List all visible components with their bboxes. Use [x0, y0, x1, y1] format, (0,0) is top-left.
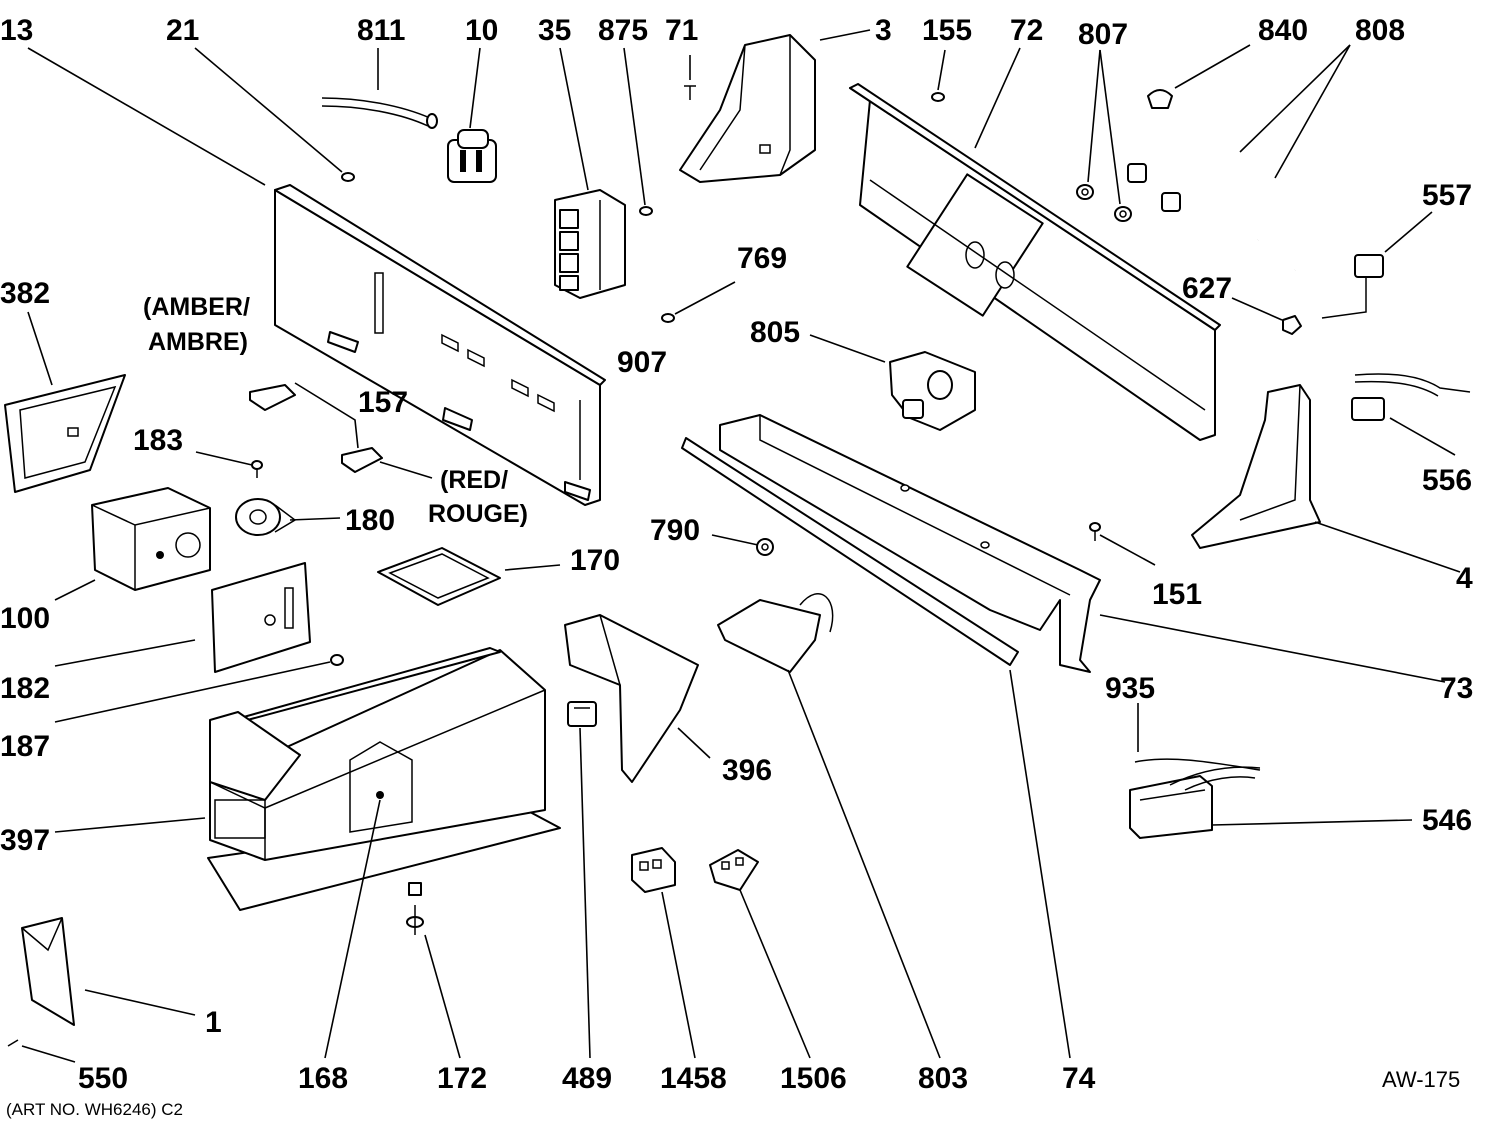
part-187-screw	[330, 654, 344, 666]
callout-807: 807	[1078, 18, 1128, 51]
part-556-wire-harness	[1351, 373, 1471, 421]
callout-489: 489	[562, 1062, 612, 1095]
part-180-knob	[235, 498, 297, 536]
part-875-screw	[639, 206, 653, 216]
callout-557: 557	[1422, 179, 1472, 212]
part-4-end-cap	[1191, 384, 1321, 549]
part-840-plug	[1147, 89, 1173, 109]
callout-875: 875	[598, 14, 648, 47]
part-170-label	[377, 547, 501, 606]
part-172-screw-and-washer	[406, 882, 424, 935]
callout-935: 935	[1105, 672, 1155, 705]
callout-790: 790	[650, 514, 700, 547]
callout-803: 803	[918, 1062, 968, 1095]
callout-187: 187	[0, 730, 50, 763]
leader-lines	[21, 29, 1461, 1063]
callout-4: 4	[1456, 562, 1473, 595]
callout-811: 811	[357, 14, 405, 47]
part-790-clip	[756, 538, 774, 556]
part-3-end-cap	[679, 34, 816, 183]
callout-183: 183	[133, 424, 183, 457]
diagram-code: AW-175	[1382, 1067, 1460, 1092]
callout-3: 3	[875, 14, 892, 47]
part-396-bracket	[564, 614, 699, 783]
callout-1506: 1506	[780, 1062, 847, 1095]
part-546-harness-connector	[1129, 766, 1261, 839]
callout-21: 21	[166, 14, 199, 47]
callout-170: 170	[570, 544, 620, 577]
part-155-screw	[931, 92, 945, 102]
note-red-line2: ROUGE)	[428, 500, 528, 528]
part-168-screw	[376, 791, 384, 799]
part-811-wire	[321, 97, 438, 129]
part-935-wire	[1134, 758, 1261, 771]
callout-71: 71	[665, 14, 698, 47]
part-157-indicator-light-amber	[249, 384, 296, 411]
part-805-water-valve	[889, 351, 976, 431]
callout-769: 769	[737, 242, 787, 275]
callout-180: 180	[345, 504, 395, 537]
part-71-screw	[684, 85, 696, 100]
callout-172: 172	[437, 1062, 487, 1095]
callout-13: 13	[0, 14, 33, 47]
callout-556: 556	[1422, 464, 1472, 497]
part-151-screw	[1089, 522, 1101, 541]
part-1-envelope	[21, 917, 75, 1026]
callout-546: 546	[1422, 804, 1472, 837]
part-74-strip	[681, 437, 1019, 666]
callout-10: 10	[465, 14, 498, 47]
part-100-timer	[91, 487, 211, 591]
part-808-hoses	[1127, 144, 1302, 271]
callout-100: 100	[0, 602, 50, 635]
part-807-washers	[1076, 184, 1132, 222]
part-1506-connector	[709, 849, 759, 891]
part-382-overlay	[4, 374, 126, 493]
part-183-screw	[251, 460, 263, 478]
part-1458-connector	[631, 847, 676, 893]
callout-155: 155	[922, 14, 972, 47]
callout-397: 397	[0, 824, 50, 857]
callout-182: 182	[0, 672, 50, 705]
part-35-button-switch	[554, 189, 626, 299]
callout-627: 627	[1182, 272, 1232, 305]
callout-550: 550	[78, 1062, 128, 1095]
part-397-control-box	[207, 647, 561, 911]
callout-168: 168	[298, 1062, 348, 1095]
callout-840: 840	[1258, 14, 1308, 47]
part-803-cover	[717, 593, 834, 673]
part-769-screw	[661, 313, 675, 323]
callout-73: 73	[1440, 672, 1473, 705]
part-13-control-panel	[274, 184, 606, 506]
part-10-switch	[447, 129, 497, 183]
part-72-back-panel	[849, 83, 1221, 441]
callout-1: 1	[205, 1006, 222, 1039]
callout-1458: 1458	[660, 1062, 727, 1095]
art-number: (ART NO. WH6246) C2	[6, 1100, 183, 1119]
color-notes: (AMBER/ AMBRE) (RED/ ROUGE)	[143, 293, 528, 528]
callout-157: 157	[358, 386, 408, 419]
part-550-screw	[7, 1039, 19, 1047]
callout-382: 382	[0, 277, 50, 310]
note-amber-line1: (AMBER/	[143, 293, 250, 321]
note-amber-line2: AMBRE)	[148, 328, 248, 356]
part-557-lid-switch	[1321, 254, 1384, 319]
part-21-screw	[341, 172, 355, 182]
note-red-line1: (RED/	[440, 466, 508, 494]
part-182-bracket	[211, 562, 311, 673]
callout-labels: 13 21 811 10 35 875 71 3 155 72 807 840 …	[0, 14, 1473, 1095]
callout-72: 72	[1010, 14, 1043, 47]
callout-396: 396	[722, 754, 772, 787]
callout-151: 151	[1152, 578, 1202, 611]
part-157-indicator-light-red	[341, 447, 383, 473]
part-73-frame-rail	[719, 414, 1101, 673]
callout-808: 808	[1355, 14, 1405, 47]
part-489-connector	[567, 701, 597, 727]
callout-805: 805	[750, 316, 800, 349]
callout-35: 35	[538, 14, 571, 47]
part-627-nut	[1282, 315, 1302, 335]
callout-907: 907	[617, 346, 667, 379]
callout-74: 74	[1062, 1062, 1096, 1095]
